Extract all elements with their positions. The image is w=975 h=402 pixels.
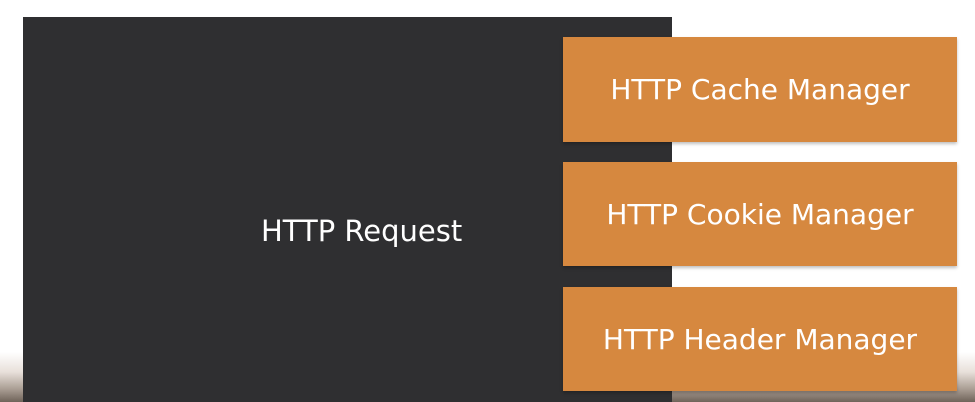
http-cookie-manager-label: HTTP Cookie Manager	[606, 197, 914, 231]
http-header-manager-label: HTTP Header Manager	[602, 322, 918, 356]
http-header-manager-box: HTTP Header Manager	[563, 287, 957, 391]
http-cache-manager-label: HTTP Cache Manager	[610, 73, 910, 106]
http-request-label: HTTP Request	[261, 214, 463, 248]
http-cookie-manager-box: HTTP Cookie Manager	[563, 162, 957, 266]
http-cache-manager-box: HTTP Cache Manager	[563, 37, 957, 142]
